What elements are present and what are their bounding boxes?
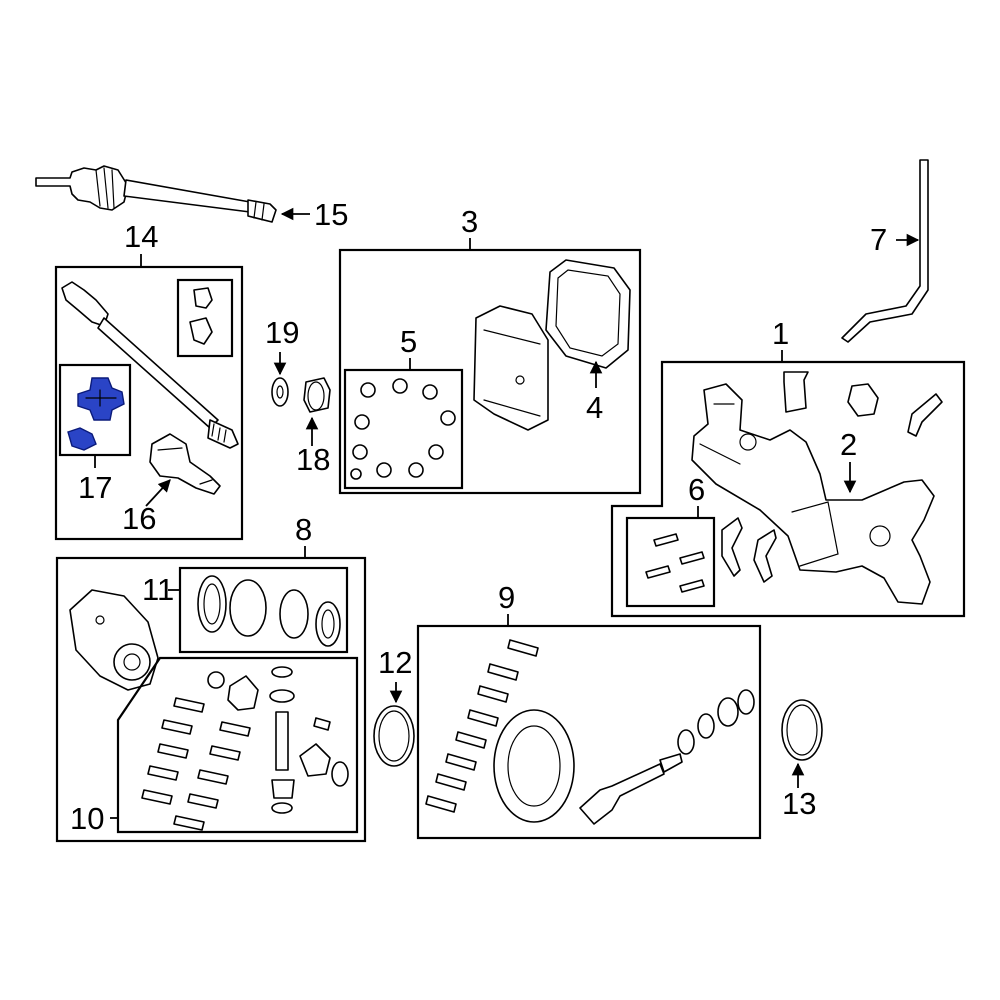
- callout-1: 1: [772, 316, 789, 351]
- group-box-9: [416, 624, 762, 840]
- callout-12: 12: [378, 645, 412, 680]
- part-pinion-bearings[interactable]: [677, 689, 755, 755]
- leader-16: [145, 479, 171, 507]
- part-fitting[interactable]: [907, 393, 943, 437]
- callout-5: 5: [400, 324, 417, 359]
- group-box-1: [610, 360, 966, 618]
- callout-11: 11: [142, 572, 174, 607]
- part-6-bolts[interactable]: [645, 533, 705, 593]
- part-axle-housing[interactable]: [691, 383, 935, 605]
- callout-4: 4: [586, 390, 603, 425]
- group-box-10: [116, 656, 359, 834]
- group-box-5: [343, 368, 464, 490]
- part-13-o-ring[interactable]: [781, 699, 823, 761]
- part-10-gears-pins[interactable]: [207, 666, 349, 814]
- callout-14: 14: [124, 219, 158, 254]
- part-14-shaft-assembly[interactable]: [61, 281, 239, 449]
- inset-box-clips: [176, 278, 234, 358]
- part-bushing[interactable]: [783, 371, 809, 413]
- group-box-8: [55, 556, 367, 843]
- part-9-bolt-set[interactable]: [425, 639, 539, 813]
- callout-3: 3: [461, 204, 478, 239]
- part-5-bolt-set[interactable]: [350, 378, 456, 480]
- part-15-axle-shaft[interactable]: [35, 165, 277, 223]
- part-pinion-gear[interactable]: [579, 753, 683, 825]
- callout-16: 16: [122, 501, 156, 536]
- callout-7: 7: [870, 222, 887, 257]
- callout-8: 8: [295, 512, 312, 547]
- part-12-o-ring[interactable]: [373, 705, 415, 767]
- group-box-6: [625, 516, 716, 608]
- part-bushing-2[interactable]: [847, 383, 879, 417]
- group-box-11: [178, 566, 349, 654]
- part-cover[interactable]: [473, 305, 549, 431]
- part-4-gasket[interactable]: [545, 259, 631, 369]
- group-box-3: [338, 248, 642, 495]
- callout-6: 6: [688, 472, 705, 507]
- callout-2: 2: [840, 427, 857, 462]
- callout-10: 10: [70, 801, 104, 836]
- part-7-vent-tube[interactable]: [841, 159, 929, 343]
- part-ring-gear[interactable]: [493, 709, 575, 823]
- callout-19: 19: [265, 315, 299, 350]
- callout-9: 9: [498, 580, 515, 615]
- part-bearing-caps[interactable]: [721, 517, 777, 583]
- part-19-washer[interactable]: [271, 377, 289, 407]
- part-clip-pair[interactable]: [189, 287, 213, 345]
- callout-17: 17: [78, 470, 112, 505]
- callout-15: 15: [314, 197, 348, 232]
- part-18-seal[interactable]: [303, 377, 331, 413]
- part-differential-case[interactable]: [69, 589, 159, 691]
- part-10-bolt-set[interactable]: [141, 697, 251, 831]
- part-u-joint-highlighted[interactable]: [67, 377, 125, 451]
- part-11-bearing-set[interactable]: [197, 575, 341, 647]
- part-16-stub-shaft[interactable]: [149, 433, 221, 495]
- callout-18: 18: [296, 442, 330, 477]
- group-box-14: [54, 265, 244, 541]
- callout-13: 13: [782, 786, 816, 821]
